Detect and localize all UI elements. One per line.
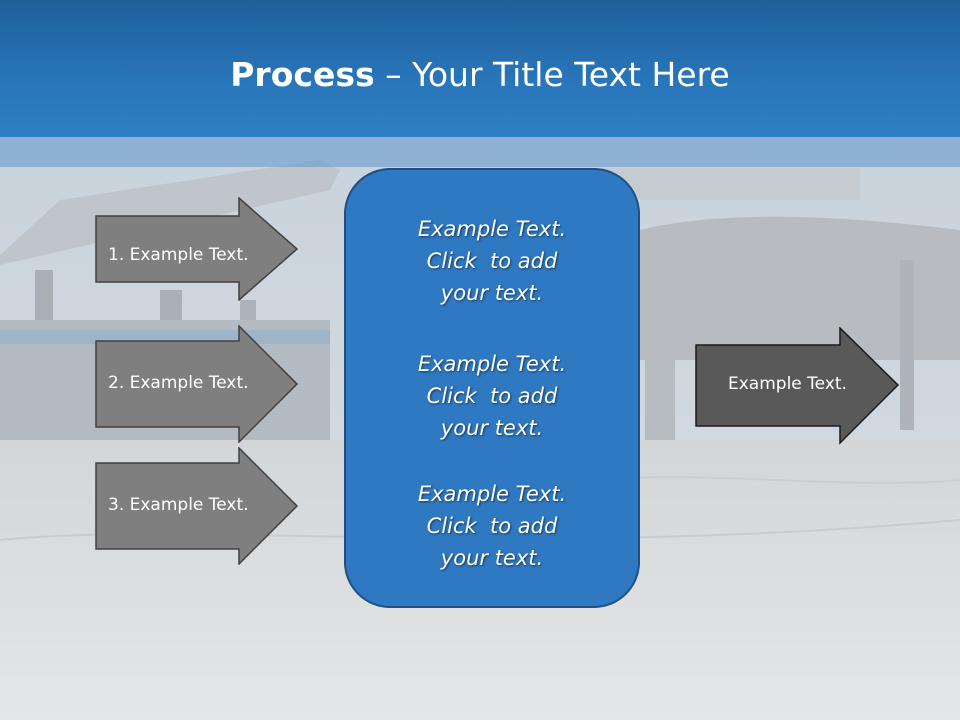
text-line: your text. <box>440 546 544 570</box>
center-text-box: Example Text. Click to add your text. Ex… <box>344 168 640 608</box>
step-arrow-3: 3. Example Text. <box>95 447 299 565</box>
title-bar <box>0 0 960 137</box>
arrow-shape <box>95 447 299 565</box>
text-line: your text. <box>440 416 544 440</box>
pole <box>900 260 914 430</box>
text-line: Example Text. <box>417 217 567 241</box>
text-line: Example Text. <box>417 352 567 376</box>
step-label-1: 1. Example Text. <box>108 245 249 265</box>
text-line: Click to add <box>426 384 558 408</box>
step-label-2: 2. Example Text. <box>108 373 249 393</box>
title-rest: – Your Title Text Here <box>374 55 730 94</box>
result-arrow: Example Text. <box>695 327 900 445</box>
hill-shape <box>640 216 960 360</box>
arrow-shape <box>695 327 900 445</box>
text-line: Click to add <box>426 514 558 538</box>
step-arrow-1: 1. Example Text. <box>95 197 299 301</box>
center-text-block-3: Example Text. Click to add your text. <box>346 478 638 574</box>
result-label: Example Text. <box>728 374 847 394</box>
text-line: your text. <box>440 281 544 305</box>
text-line: Click to add <box>426 249 558 273</box>
arrow-shape <box>95 325 299 443</box>
slide-title: Process – Your Title Text Here <box>0 50 960 100</box>
step-arrow-2: 2. Example Text. <box>95 325 299 443</box>
text-line: Example Text. <box>417 482 567 506</box>
center-text-block-2: Example Text. Click to add your text. <box>346 348 638 444</box>
arrow-shape <box>95 197 299 301</box>
title-bold: Process <box>230 55 375 94</box>
canopy-roof-right <box>600 168 860 200</box>
canopy-roof <box>0 160 340 265</box>
center-text-block-1: Example Text. Click to add your text. <box>346 213 638 309</box>
step-label-3: 3. Example Text. <box>108 495 249 515</box>
title-band <box>0 137 960 167</box>
